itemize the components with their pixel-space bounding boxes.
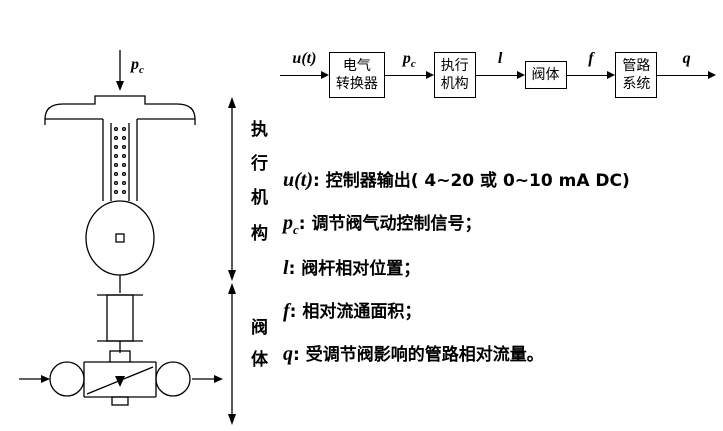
arrowhead-icon — [425, 71, 434, 79]
dimension-actuator: 执 行 机 构 — [228, 97, 268, 281]
definition-symbol: pc — [283, 212, 299, 237]
block-actuator: 执行 机构 — [433, 51, 476, 99]
arrowhead-icon — [516, 71, 525, 79]
signal-label-f: f — [588, 50, 594, 67]
pc-label: pc — [129, 56, 144, 76]
signal-label-pc: pc — [402, 50, 416, 71]
flow-arrow-in — [19, 375, 50, 383]
arrowhead-icon — [607, 71, 616, 79]
definition-symbol: u(t) — [283, 169, 313, 191]
signal-arrow-input: u(t) — [280, 38, 329, 112]
definition-text: : 相对流通面积； — [289, 301, 422, 322]
symbol-definitions: u(t): 控制器输出( 4~20 或 0~10 mA DC) pc: 调节阀气… — [283, 165, 715, 382]
dim-actuator-char-2: 行 — [250, 153, 268, 174]
signal-label-q: q — [682, 50, 691, 67]
definition-row-f: f: 相对流通面积； — [283, 296, 715, 326]
valve-schematic: pc — [15, 5, 275, 430]
definition-text: : 受调节阀影响的管路相对流量。 — [293, 344, 544, 365]
dimension-valve-body: 阀 体 — [228, 283, 269, 425]
signal-arrow-q: q — [657, 38, 716, 112]
valve-body — [49, 350, 191, 406]
signal-arrow-f: f — [566, 38, 616, 112]
dim-actuator-char-3: 机 — [251, 187, 268, 208]
pneumatic-signal-arrow: pc — [116, 50, 144, 91]
block-diagram: u(t) 电气 转换器 pc 执行 机构 l 阀体 f 管路 — [280, 38, 716, 112]
definition-text: : 控制器输出( 4~20 或 0~10 mA DC) — [313, 171, 630, 191]
definition-text: : 阀杆相对位置； — [288, 258, 421, 279]
definition-symbol: l — [283, 256, 289, 279]
definition-text: : 调节阀气动控制信号； — [298, 214, 482, 234]
dim-body-char-2: 体 — [251, 349, 269, 370]
dim-actuator-char-1: 执 — [251, 119, 268, 140]
definition-row-q: q: 受调节阀影响的管路相对流量。 — [283, 339, 715, 369]
actuator-cap — [44, 95, 196, 125]
dim-actuator-char-4: 构 — [251, 223, 268, 244]
arrowhead-icon — [320, 71, 329, 79]
block-converter: 电气 转换器 — [328, 51, 385, 99]
definition-symbol: f — [283, 299, 290, 322]
block-pipeline: 管路 系统 — [615, 51, 658, 99]
definition-row-pc: pc: 调节阀气动控制信号； — [283, 208, 715, 240]
definition-symbol: q — [283, 342, 293, 365]
diaphragm-chamber — [85, 200, 155, 293]
spring-dots — [113, 126, 127, 195]
definition-row-l: l: 阀杆相对位置； — [283, 253, 715, 283]
signal-label-l: l — [497, 50, 503, 67]
valve-schematic-svg: pc — [19, 50, 269, 425]
signal-arrow-pc: pc — [384, 38, 434, 112]
block-valve-body: 阀体 — [524, 60, 567, 90]
dim-body-char-1: 阀 — [251, 317, 268, 338]
signal-arrow-l: l — [475, 38, 525, 112]
definition-row-ut: u(t): 控制器输出( 4~20 或 0~10 mA DC) — [283, 165, 715, 195]
flow-arrow-out — [192, 375, 223, 383]
packing-box — [97, 294, 143, 353]
arrowhead-icon — [707, 71, 716, 79]
signal-label-ut: u(t) — [292, 50, 317, 67]
spring-column — [102, 119, 138, 201]
